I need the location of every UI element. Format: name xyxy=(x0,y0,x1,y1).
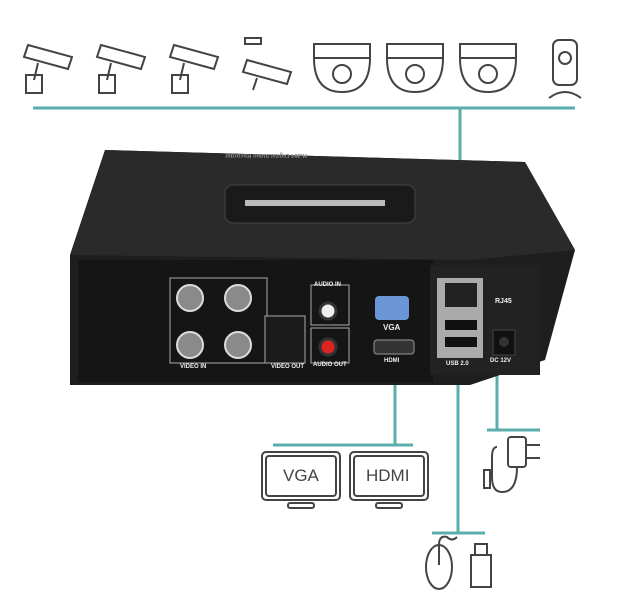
vga-port-label: VGA xyxy=(383,323,401,332)
rj45-port-label: RJ45 xyxy=(495,298,512,305)
dvr-unit xyxy=(70,150,575,385)
cube-camera-icon xyxy=(548,39,582,99)
monitors xyxy=(261,451,429,509)
dome-camera-ir-icon xyxy=(458,43,518,94)
bullet-camera-1-icon xyxy=(22,43,74,94)
dvr-top-text: H.264 Digital Video Recorder xyxy=(225,152,307,158)
usb-port-label: USB 2.0 xyxy=(446,361,469,367)
usb-drive-icon xyxy=(470,543,492,588)
power-adapter-icon xyxy=(483,436,540,494)
bullet-camera-ceiling-mount-icon xyxy=(241,37,293,91)
dome-camera-1-icon xyxy=(312,43,372,94)
audio-out-label: AUDIO OUT xyxy=(313,362,347,368)
mouse-icon xyxy=(425,535,458,590)
video-in-label: VIDEO IN xyxy=(180,364,207,370)
dc-port-label: DC 12V xyxy=(490,358,512,364)
monitor-hdmi-label: HDMI xyxy=(366,466,410,485)
monitor-vga-label: VGA xyxy=(283,466,319,485)
video-out-label: VIDEO OUT xyxy=(271,364,305,370)
hdmi-port-label: HDMI xyxy=(384,358,400,364)
bullet-camera-2-icon xyxy=(95,43,147,94)
audio-in-label: AUDIO IN xyxy=(314,282,341,288)
dome-camera-2-icon xyxy=(385,43,445,94)
bullet-camera-wall-mount-icon xyxy=(168,43,220,94)
